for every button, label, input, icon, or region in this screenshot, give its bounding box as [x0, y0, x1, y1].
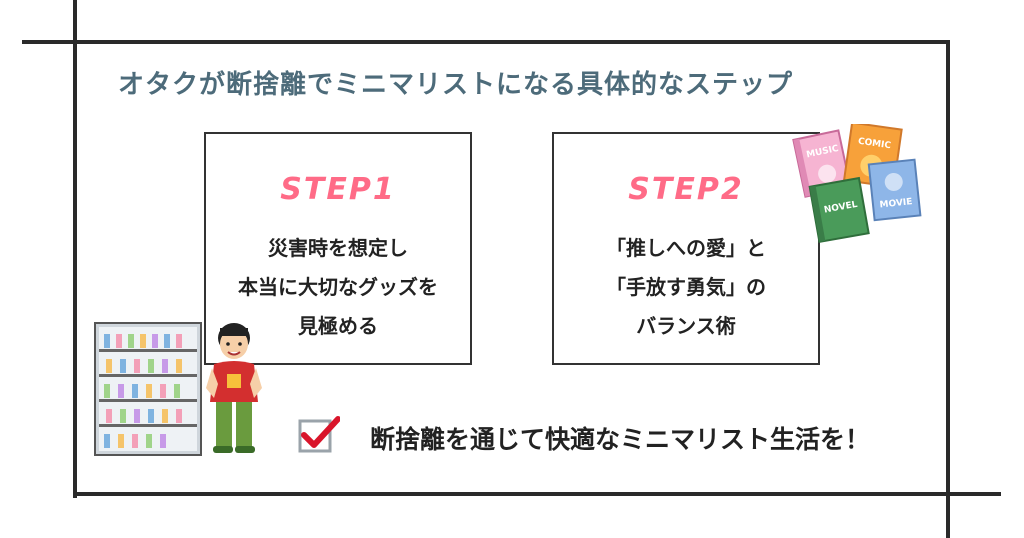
step1-card: STEP1 災害時を想定し 本当に大切なグッズを 見極める: [204, 132, 472, 365]
figure-shelf-illustration: [94, 322, 202, 456]
frame-left-vertical: [73, 0, 77, 498]
page-title: オタクが断捨離でミニマリストになる具体的なステップ: [118, 70, 794, 100]
step1-line-1: 災害時を想定し: [268, 236, 408, 260]
frame-top-horizontal: [22, 40, 950, 44]
step2-line-2: 「手放す勇気」の: [606, 275, 766, 299]
step2-text: 「推しへの愛」と 「手放す勇気」の バランス術: [554, 229, 818, 346]
comic-book-label: COMIC: [857, 137, 892, 152]
step2-line-1: 「推しへの愛」と: [606, 236, 766, 260]
step1-line-3: 見極める: [298, 314, 378, 338]
step1-label: STEP1: [280, 172, 396, 207]
step2-card: STEP2 「推しへの愛」と 「手放す勇気」の バランス術: [552, 132, 820, 365]
step2-label: STEP2: [628, 172, 744, 207]
otaku-person-illustration: [206, 323, 262, 453]
conclusion-text: 断捨離を通じて快適なミニマリスト生活を！: [370, 425, 871, 454]
check-mark-icon: [298, 416, 340, 453]
step1-text: 災害時を想定し 本当に大切なグッズを 見極める: [206, 229, 470, 346]
movie-book-label: MOVIE: [879, 197, 913, 210]
media-books-illustration: MUSIC COMIC MOVIE NOVEL: [792, 124, 922, 244]
step2-line-3: バランス術: [636, 314, 736, 338]
step1-line-2: 本当に大切なグッズを: [238, 275, 438, 299]
frame-right-vertical: [946, 40, 950, 538]
frame-bottom-horizontal: [73, 492, 1001, 496]
